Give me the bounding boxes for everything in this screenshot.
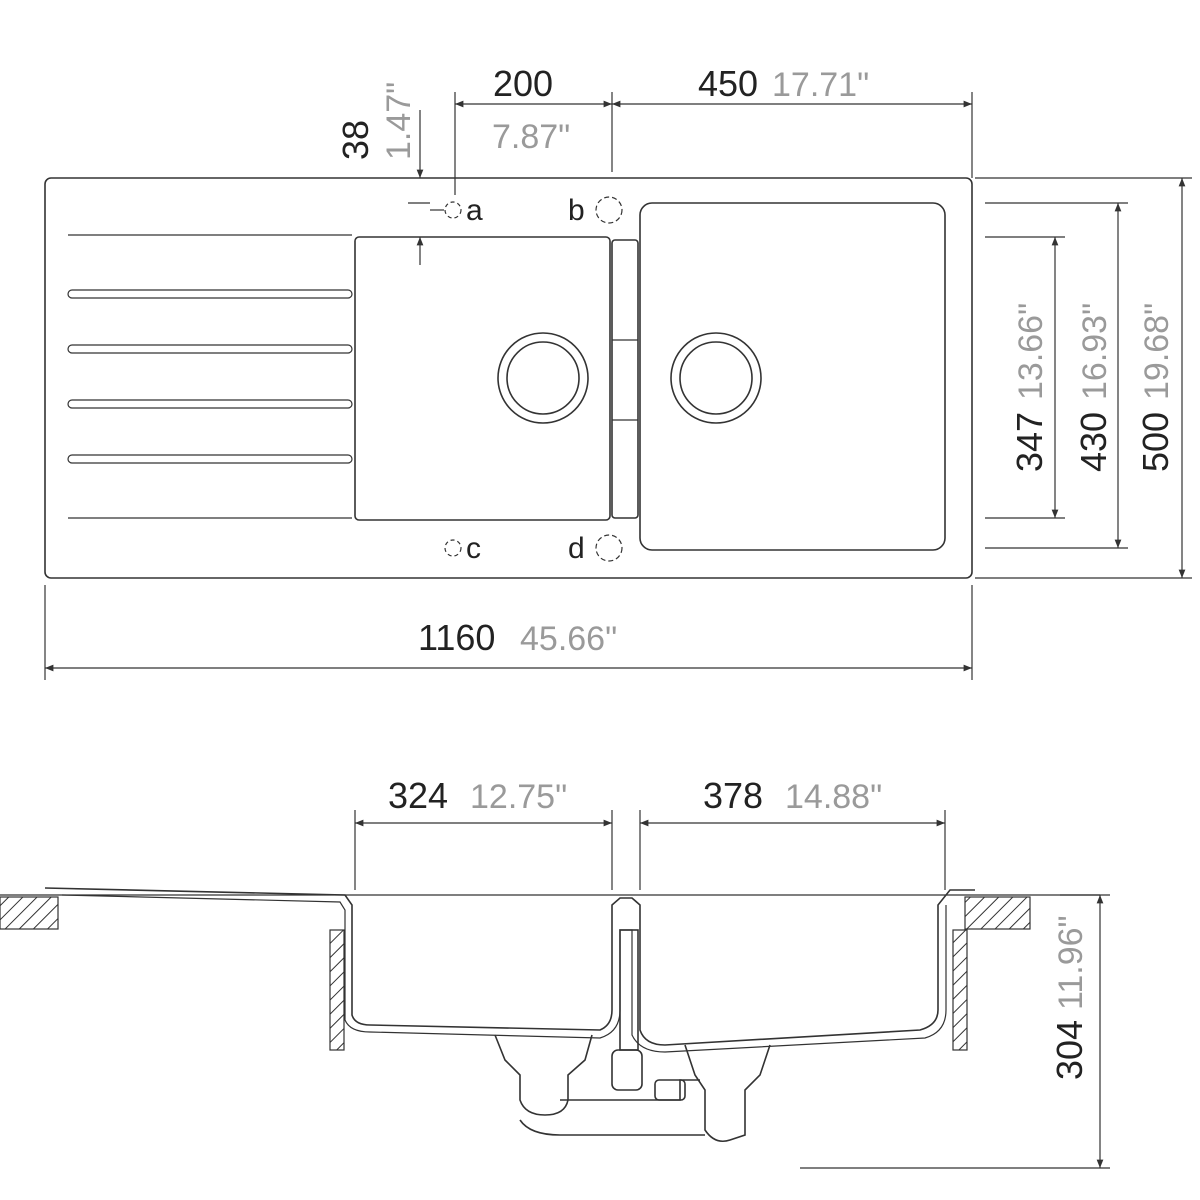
dim-38-inch: 1.47" [380,82,418,160]
tap-hole-b [595,196,623,224]
section-view: 324 12.75" 378 14.88" 304 11.96" [0,775,1110,1169]
top-view: a b c d [44,177,973,579]
drain-waste-fittings [494,929,771,1143]
cabinet-right [952,929,968,1051]
drainer-grooves [67,234,353,519]
dim-430: 430 [1073,412,1114,472]
dim-430-inch: 16.93" [1076,303,1114,400]
label-a: a [466,194,483,227]
sink-profile-outer [44,887,975,1046]
dim-200-inch: 7.87" [492,118,570,156]
top-dimensions: 200 7.87" 450 17.71" 38 1.47" 347 13.66"… [44,63,1192,680]
label-c: c [466,532,481,565]
dim-304-inch: 11.96" [1052,915,1090,1010]
dim-38: 38 [335,120,376,160]
label-d: d [568,532,585,565]
large-bowl [639,202,946,551]
dim-304: 304 [1049,1020,1090,1080]
countertop-right [964,896,1031,930]
cabinet-left [329,929,345,1051]
dim-378-inch: 14.88" [785,778,882,816]
dim-1160: 1160 [418,617,495,658]
drain-left [497,332,589,424]
dim-1160-inch: 45.66" [520,620,617,658]
label-b: b [568,194,585,227]
tap-hole-c [444,539,462,557]
tap-hole-d [595,534,623,562]
dim-450: 450 [698,63,758,104]
small-bowl [354,236,611,521]
countertop-left [0,896,59,930]
dim-378: 378 [703,775,763,816]
dim-200: 200 [493,63,553,104]
dim-347-inch: 13.66" [1012,303,1050,400]
sink-outline [44,177,973,579]
dim-450-inch: 17.71" [772,66,869,104]
drain-right [670,332,762,424]
dim-324-inch: 12.75" [470,778,567,816]
overflow-strip [611,239,639,519]
dim-500: 500 [1135,412,1176,472]
dim-500-inch: 19.68" [1138,303,1176,400]
dim-347: 347 [1009,412,1050,472]
tap-hole-a [444,201,462,219]
dim-324: 324 [388,775,448,816]
